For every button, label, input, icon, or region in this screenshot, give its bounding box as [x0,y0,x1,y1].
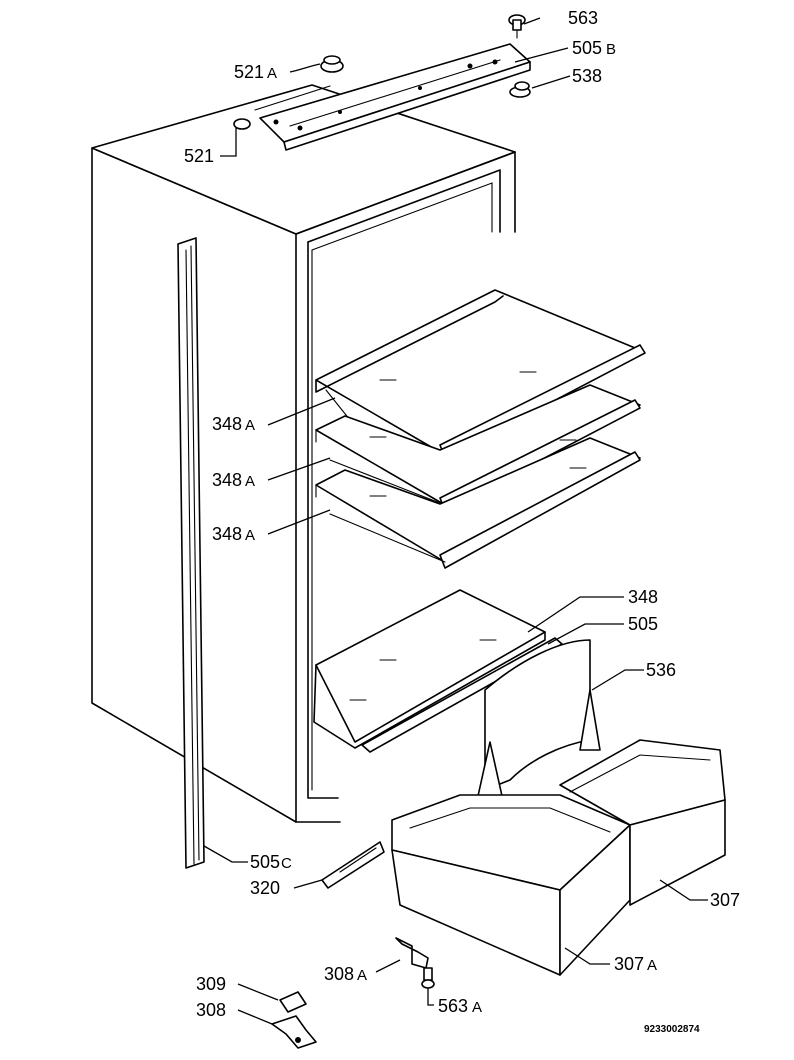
label-308: 308 [196,1000,226,1020]
crisper-drawer-307a [391,794,631,976]
screw-563-icon [508,14,526,39]
hinge-pin-538-icon [509,81,531,98]
bottom-glass-shelf [313,589,546,749]
crisper-drawer-307 [559,739,726,906]
label-505: 505 [628,614,658,634]
crisper-cover [475,639,601,806]
label-538: 538 [572,66,602,86]
label-307: 307 [710,890,740,910]
leader-lines [203,17,708,1025]
door-seal-strip [177,237,205,869]
bracket-308a-icon [395,937,429,969]
bracket-308-icon [271,1015,317,1049]
label-320: 320 [250,878,280,898]
shelf-support-320-icon [321,841,385,889]
label-348: 348 [628,587,658,607]
cap-521a-icon [320,55,344,73]
glass-shelf-3 [315,437,641,569]
top-hinge-bracket [259,43,531,151]
label-505c: 505C [250,852,292,872]
cap-309-icon [279,991,307,1013]
screw-563a-icon [421,967,435,989]
label-536: 536 [646,660,676,680]
drawing-code: 9233002874 [644,1024,700,1035]
cap-521-icon [233,118,251,130]
label-309: 309 [196,974,226,994]
label-521: 521 [184,146,214,166]
label-563: 563 [568,8,598,28]
